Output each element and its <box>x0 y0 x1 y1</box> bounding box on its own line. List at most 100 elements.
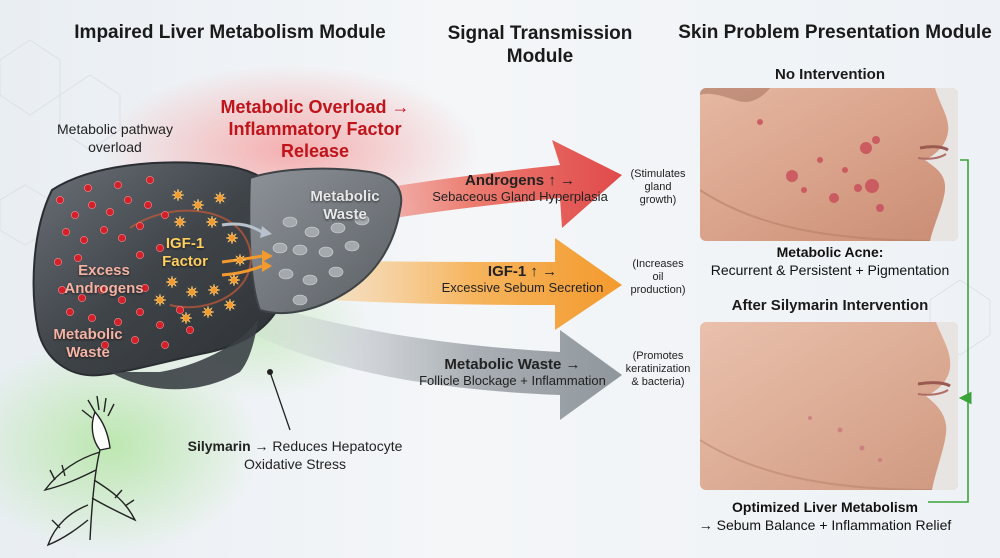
androgens-note: (Stimulates gland growth) <box>623 168 693 207</box>
igf1-note: (Increases oil production) <box>623 258 693 297</box>
igf1-star <box>213 191 227 205</box>
igf1-star <box>171 188 185 202</box>
igf1-star <box>207 283 221 297</box>
green-healing-glow <box>0 335 260 555</box>
waste-blob <box>272 242 288 254</box>
skin-module-title: Skin Problem Presentation Module <box>678 22 992 43</box>
waste-blob <box>318 246 334 258</box>
waste-l-line2: Waste <box>66 344 110 361</box>
note2-line3: production) <box>630 284 686 296</box>
waste-blob <box>328 266 344 278</box>
igf1-sub: Excessive Sebum Secretion <box>441 280 604 295</box>
acne-spot <box>829 193 839 203</box>
androgens-sub: Sebaceous Gland Hyperplasia <box>432 189 608 204</box>
waste-blob <box>292 244 308 256</box>
overload-inflammation-label: Metabolic Overload → Inflammatory Factor… <box>195 96 435 162</box>
metabolic-waste-arrow <box>250 300 622 420</box>
flow-arrowhead-low <box>262 260 272 272</box>
pathway-line2: overload <box>88 139 142 155</box>
signal-title-line1: Signal Transmission <box>447 23 633 44</box>
note3-line2: keratinization <box>625 363 691 375</box>
excess-line2: Androgens <box>64 280 144 297</box>
androgen-dot <box>161 341 169 349</box>
liver-illustration <box>32 161 403 390</box>
milk-thistle-plant <box>43 395 137 547</box>
igf1-star <box>205 215 219 229</box>
overload-line1: Metabolic Overload → <box>220 97 410 117</box>
note1-line2: gland <box>644 181 672 193</box>
waste-blob <box>292 294 308 306</box>
igf1-star <box>185 285 199 299</box>
androgen-dot <box>100 226 108 234</box>
overload-line3: Release <box>280 141 350 161</box>
liver-module-title: Impaired Liver Metabolism Module <box>74 22 386 43</box>
metabolic-waste-right-label: Metabolic Waste <box>300 188 390 224</box>
swirl-ring <box>129 209 252 309</box>
waste-signal-text: Metabolic Waste → Follicle Blockage + In… <box>400 357 625 389</box>
igf1-head: IGF-1 ↑ → <box>487 263 558 280</box>
metabolic-waste-particles <box>272 214 370 306</box>
liver-underside <box>110 320 258 390</box>
igf1-star <box>179 311 193 325</box>
pathway-line1: Metabolic pathway <box>57 121 173 137</box>
androgen-dot <box>56 196 64 204</box>
note2-line2: oil <box>652 271 664 283</box>
mild-spot <box>859 445 865 451</box>
waste-blob <box>278 268 294 280</box>
flow-arrow-mid <box>221 254 263 264</box>
igf1-star <box>201 305 215 319</box>
androgen-dot <box>144 201 152 209</box>
mild-spot <box>878 458 882 462</box>
igf1-star <box>233 253 247 267</box>
waste-r-line2: Waste <box>323 206 367 223</box>
androgen-dot <box>136 222 144 230</box>
no-intervention-label: No Intervention <box>774 66 885 83</box>
igf-line1: IGF-1 <box>165 235 205 252</box>
androgen-dot <box>136 251 144 259</box>
optimized-title: Optimized Liver Metabolism <box>732 499 918 515</box>
note3-line3: & bacteria) <box>631 376 685 388</box>
waste-blob <box>330 222 346 234</box>
androgen-particles <box>54 176 194 349</box>
mild-spot <box>837 427 843 433</box>
androgens-signal-text: Androgens ↑ → Sebaceous Gland Hyperplasi… <box>405 173 635 205</box>
note2-line1: (Increases <box>632 258 684 270</box>
silymarin-pointer-dot <box>267 369 273 375</box>
igf1-star <box>225 231 239 245</box>
igf1-signal-text: IGF-1 ↑ → Excessive Sebum Secretion <box>415 264 630 296</box>
skin-photo-after <box>700 322 958 490</box>
acne-spot <box>865 179 879 193</box>
note3-line1: (Promotes <box>632 350 684 362</box>
androgen-dot <box>101 341 109 349</box>
androgen-dot <box>84 184 92 192</box>
androgen-dot <box>74 254 82 262</box>
silymarin-pointer-line <box>269 371 291 431</box>
igf1-star <box>227 273 241 287</box>
note1-line1: (Stimulates <box>630 168 686 180</box>
igf1-star <box>153 293 167 307</box>
acne-title: Metabolic Acne: <box>776 244 884 260</box>
note1-line3: growth) <box>639 194 677 206</box>
androgen-dot <box>71 211 79 219</box>
androgen-dot <box>156 244 164 252</box>
pathway-overload-label: Metabolic pathway overload <box>20 120 210 156</box>
silymarin-line1: → Reduces Hepatocyte <box>250 438 403 454</box>
androgen-dot <box>98 286 106 294</box>
skin-photo-before <box>700 88 958 241</box>
androgen-dot <box>114 318 122 326</box>
androgen-dot <box>141 284 149 292</box>
androgen-dot <box>62 228 70 236</box>
waste-blob <box>304 226 320 238</box>
waste-blob <box>302 274 318 286</box>
androgen-dot <box>176 306 184 314</box>
acne-spot <box>757 119 763 125</box>
androgen-dot <box>118 296 126 304</box>
acne-spot <box>876 204 884 212</box>
androgen-dot <box>88 314 96 322</box>
acne-desc: Recurrent & Persistent + Pigmentation <box>710 262 950 278</box>
excess-line1: Excess <box>78 262 130 279</box>
androgen-dot <box>78 294 86 302</box>
igf1-star <box>223 298 237 312</box>
overload-line2: Inflammatory Factor <box>228 119 402 139</box>
